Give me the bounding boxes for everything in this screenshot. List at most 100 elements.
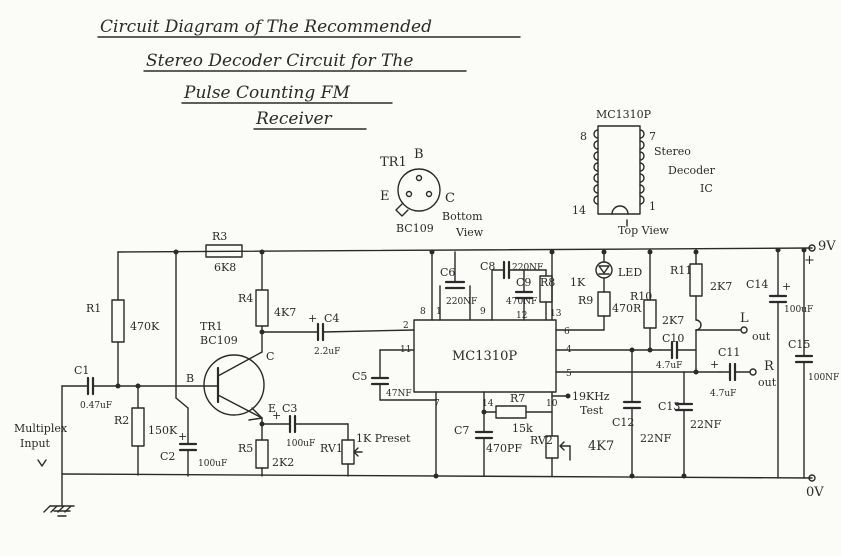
ic-outline-icon [597, 125, 641, 215]
ic-desc-1: Stereo [654, 145, 691, 158]
svg-text:7: 7 [649, 130, 656, 143]
supply-9v-label: 9V [818, 239, 836, 254]
capacitor-c1: C1 0.47uF [61, 364, 177, 411]
svg-text:100uF: 100uF [286, 439, 315, 449]
svg-text:470PF: 470PF [486, 442, 522, 455]
right-output-terminal[interactable] [749, 368, 757, 376]
ic-pin-mark [593, 151, 599, 161]
right-output-label: R [764, 359, 775, 374]
svg-text:12: 12 [516, 311, 527, 321]
svg-text:BC109: BC109 [200, 334, 238, 347]
bottom-view-pin-c: C [445, 191, 455, 206]
supply-gnd-terminal[interactable] [808, 474, 816, 482]
transistor-tr1: TR1 BC109 B C E [175, 320, 276, 421]
svg-text:RV2: RV2 [530, 434, 553, 447]
svg-text:+: + [710, 358, 719, 371]
svg-text:6: 6 [564, 327, 570, 337]
svg-text:C10: C10 [662, 332, 684, 345]
supply-0v-label: 0V [806, 485, 824, 500]
ic-pin-mark [593, 173, 599, 183]
svg-text:14: 14 [572, 204, 586, 217]
svg-text:100NF: 100NF [808, 373, 839, 383]
input-label-2: Input [20, 437, 51, 450]
svg-text:4.7uF: 4.7uF [710, 389, 736, 399]
transistor-case-icon [397, 168, 441, 212]
ic-pin-mark [639, 129, 645, 139]
svg-text:LED: LED [618, 266, 642, 279]
ic-top-view: MC1310P 8 7 14 1 Stereo Decoder IC Top V… [572, 108, 716, 237]
svg-text:+: + [272, 409, 281, 422]
svg-text:1K Preset: 1K Preset [356, 432, 411, 445]
svg-text:8: 8 [420, 307, 426, 317]
bottom-view-label-2: View [455, 226, 484, 239]
svg-text:C2: C2 [160, 450, 175, 463]
input-arrow-icon [37, 459, 47, 467]
left-output-terminal[interactable] [740, 326, 748, 334]
svg-text:R5: R5 [238, 442, 253, 455]
svg-text:100uF: 100uF [198, 459, 227, 469]
svg-text:220NF: 220NF [512, 263, 543, 273]
svg-text:47NF: 47NF [386, 389, 412, 399]
svg-text:RV1: RV1 [320, 442, 343, 455]
ic-pin-mark [639, 140, 645, 150]
svg-text:13: 13 [550, 309, 562, 319]
svg-text:C3: C3 [282, 402, 297, 415]
svg-text:R11: R11 [670, 264, 692, 277]
svg-text:2K2: 2K2 [272, 456, 294, 469]
oscillator-network: R7 15k C7 470PF RV2 4K7 19KHz Test [454, 390, 614, 477]
svg-text:R7: R7 [510, 392, 525, 405]
svg-text:+: + [308, 312, 317, 325]
svg-text:2: 2 [403, 321, 409, 331]
test-point-terminal[interactable] [565, 393, 571, 399]
transistor-tab-icon [395, 203, 409, 217]
svg-text:out: out [752, 330, 771, 343]
svg-text:C4: C4 [324, 312, 339, 325]
svg-text:22NF: 22NF [690, 418, 722, 431]
title-line-4: Receiver [255, 109, 333, 129]
supply-plus-label: + [804, 253, 815, 268]
svg-text:4K7: 4K7 [588, 439, 614, 454]
capacitor-c2: + C2 100uF [160, 251, 227, 477]
supply-pos-terminal[interactable] [808, 244, 816, 252]
svg-text:C15: C15 [788, 338, 810, 351]
svg-text:C7: C7 [454, 424, 469, 437]
ic-pin-mark [639, 151, 645, 161]
capacitor-c4: + C4 2.2uF [261, 312, 415, 357]
svg-text:TR1: TR1 [200, 320, 223, 333]
ic-pin-mark [593, 195, 599, 205]
ic-pin-mark [593, 184, 599, 194]
svg-text:8: 8 [580, 130, 587, 143]
svg-text:E: E [268, 402, 276, 415]
svg-text:C8: C8 [480, 260, 495, 273]
svg-text:C1: C1 [74, 364, 89, 377]
title-block: Circuit Diagram of The Recommended Stere… [97, 17, 521, 130]
svg-text:out: out [758, 376, 777, 389]
svg-text:R2: R2 [114, 414, 129, 427]
capacitor-c8: C8 220NF [480, 260, 547, 321]
ic-desc-3: IC [700, 182, 713, 195]
svg-text:C5: C5 [352, 370, 367, 383]
ground-icon [43, 505, 75, 517]
led-icon [595, 261, 613, 279]
emitter-network: R5 2K2 + C3 100uF RV1 1K Preset [238, 402, 411, 477]
input-label-1: Multiplex [14, 422, 68, 435]
svg-text:150K: 150K [148, 424, 178, 437]
svg-text:5: 5 [566, 369, 572, 379]
svg-text:C13: C13 [658, 400, 680, 413]
title-line-3: Pulse Counting FM [183, 83, 350, 103]
resistor-r4: R4 4K7 [238, 251, 296, 353]
left-output-label: L [740, 311, 749, 326]
ic-pin-mark [639, 184, 645, 194]
svg-text:7: 7 [434, 399, 440, 409]
resistor-r8: R8 1K [539, 251, 586, 321]
capacitor-c5: C5 47NF [352, 349, 437, 401]
title-line-2: Stereo Decoder Circuit for The [146, 51, 413, 71]
svg-text:4K7: 4K7 [274, 306, 296, 319]
ic-top-view-name: MC1310P [596, 108, 652, 121]
ic-pin-mark [593, 162, 599, 172]
ic-desc-2: Decoder [668, 164, 716, 177]
ic-pin-marks [593, 129, 645, 205]
svg-text:1K: 1K [570, 276, 586, 289]
svg-text:470K: 470K [130, 320, 160, 333]
